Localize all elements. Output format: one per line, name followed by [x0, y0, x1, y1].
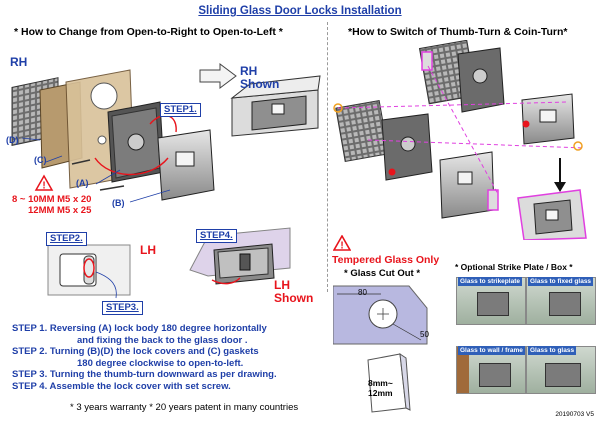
caption-glass-to-fixed-glass: Glass to fixed glass	[528, 277, 594, 286]
glass-thickness-drawing	[367, 352, 411, 413]
step1-text-cont: and fixing the back to the glass door .	[77, 334, 248, 346]
section-divider	[327, 22, 328, 292]
step2-text: STEP 2. Turning (B)(D) the lock covers a…	[12, 346, 259, 357]
part-c-label: (C)	[34, 155, 47, 165]
rh-label: RH	[10, 55, 28, 69]
caption-glass-to-wall-frame: Glass to wall / frame	[458, 346, 525, 355]
lock-cover-b	[157, 129, 215, 201]
screw-spec: 8 ~ 10MM M5 x 20 12MM M5 x 25	[12, 194, 91, 216]
exploded-lock-diagram: !	[11, 63, 321, 299]
lh-shown-label: LH Shown	[274, 279, 313, 305]
version-label: 20190703 V5	[555, 411, 594, 418]
rotation-arrow	[94, 157, 169, 176]
thickness-line2: 12mm	[368, 388, 393, 398]
screw-spec-line1: 8 ~ 10MM M5 x 20	[12, 194, 92, 205]
tempered-glass-label: Tempered Glass Only	[332, 254, 440, 266]
step2-sketch	[47, 244, 131, 296]
caption-glass-to-strikeplate: Glass to strikeplate	[458, 277, 522, 286]
lh-label: LH	[140, 243, 156, 257]
installation-steps: STEP 1. Reversing (A) lock body 180 degr…	[12, 323, 342, 392]
warning-icon: !	[34, 174, 54, 192]
screw-spec-line2: 12MM M5 x 25	[28, 205, 92, 216]
glass-cutout-drawing	[333, 285, 428, 345]
rh-shown-label: RH Shown	[240, 65, 279, 91]
thickness-line1: 8mm~	[368, 378, 393, 388]
rh-shown-line1: RH	[240, 64, 258, 78]
right-heading: *How to Switch of Thumb-Turn & Coin-Turn…	[348, 26, 568, 38]
rh-shown-line2: Shown	[240, 77, 280, 91]
caption-glass-to-glass: Glass to glass	[528, 346, 577, 355]
step4-box: STEP4.	[196, 229, 237, 243]
part-b-label: (B)	[112, 198, 125, 208]
step2-box: STEP2.	[46, 232, 87, 246]
rh-shown-lock	[230, 75, 321, 137]
grid-cover-mid	[335, 99, 390, 162]
dim-80: 80	[358, 288, 367, 297]
step2-text-cont: 180 degree clockwise to open-to-left.	[77, 357, 244, 369]
glass-cutout-label: * Glass Cut Out *	[344, 268, 421, 279]
page-title: Sliding Glass Door Locks Installation	[198, 5, 402, 17]
lock-cover-bottom	[439, 151, 495, 219]
lock-body-a	[107, 101, 165, 183]
thumbturn-switch-diagram	[333, 40, 587, 240]
step1-box: STEP1.	[160, 103, 201, 117]
step4-text: STEP 4. Assemble the lock cover with set…	[12, 380, 231, 392]
glass-thickness-label: 8mm~ 12mm	[368, 378, 393, 398]
step3-box: STEP3.	[102, 301, 143, 315]
cointurn-bottom	[487, 189, 499, 211]
step1-text: STEP 1. Reversing (A) lock body 180 degr…	[12, 323, 267, 334]
tempered-warning-icon: !	[333, 235, 351, 251]
dim-50: 50	[420, 330, 429, 339]
thumbturn-top	[421, 51, 433, 71]
part-a-label: (A)	[76, 178, 89, 188]
svg-text:!: !	[340, 241, 343, 252]
warranty-note: * 3 years warranty * 20 years patent in …	[70, 402, 299, 413]
svg-text:!: !	[42, 181, 45, 192]
right-arrow-icon	[199, 63, 237, 89]
lh-shown-line2: Shown	[274, 291, 314, 305]
lh-shown-line1: LH	[274, 278, 290, 292]
optional-strike-title: * Optional Strike Plate / Box *	[455, 262, 573, 272]
step3-text: STEP 3. Turning the thumb-turn downward …	[12, 369, 277, 380]
part-d-label: (D)	[6, 135, 19, 145]
left-heading: * How to Change from Open-to-Right to Op…	[14, 26, 283, 38]
photo-glass-to-fixed-glass	[526, 277, 596, 325]
